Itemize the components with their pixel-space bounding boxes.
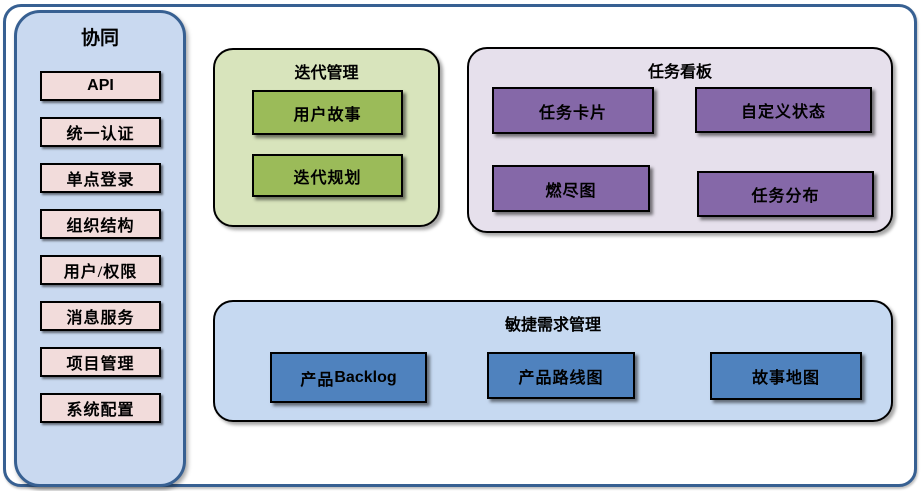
- sidebar-item-system-config: 系统配置: [40, 393, 161, 423]
- collaboration-panel: 协同 API 统一认证 单点登录 组织结构 用户/权限 消息服务 项目管理 系统…: [14, 10, 186, 487]
- sidebar-item-sso: 单点登录: [40, 163, 161, 193]
- sidebar-item-user-permissions: 用户/权限: [40, 255, 161, 285]
- task-card-box: 任务卡片: [492, 87, 654, 134]
- iteration-management-group: 迭代管理 用户故事 迭代规划: [213, 48, 440, 227]
- sidebar-item-unified-auth: 统一认证: [40, 117, 161, 147]
- iteration-planning-box: 迭代规划: [252, 154, 403, 197]
- collaboration-item-list: API 统一认证 单点登录 组织结构 用户/权限 消息服务 项目管理 系统配置: [17, 71, 183, 423]
- agile-requirements-title: 敏捷需求管理: [504, 317, 601, 334]
- user-story-box: 用户故事: [252, 90, 403, 135]
- burndown-chart-box: 燃尽图: [492, 165, 650, 212]
- task-distribution-box: 任务分布: [697, 171, 874, 217]
- sidebar-item-project-management: 项目管理: [40, 347, 161, 377]
- story-map-box: 故事地图: [710, 352, 862, 400]
- collaboration-panel-title: 协同: [80, 28, 119, 49]
- iteration-management-title: 迭代管理: [294, 65, 359, 82]
- custom-status-box: 自定义状态: [695, 87, 872, 133]
- product-roadmap-box: 产品路线图: [487, 352, 635, 399]
- sidebar-item-message-service: 消息服务: [40, 301, 161, 331]
- sidebar-item-api: API: [40, 71, 161, 101]
- sidebar-item-org-structure: 组织结构: [40, 209, 161, 239]
- task-board-title: 任务看板: [647, 64, 712, 81]
- task-board-group: 任务看板 任务卡片 自定义状态 燃尽图 任务分布: [467, 47, 893, 233]
